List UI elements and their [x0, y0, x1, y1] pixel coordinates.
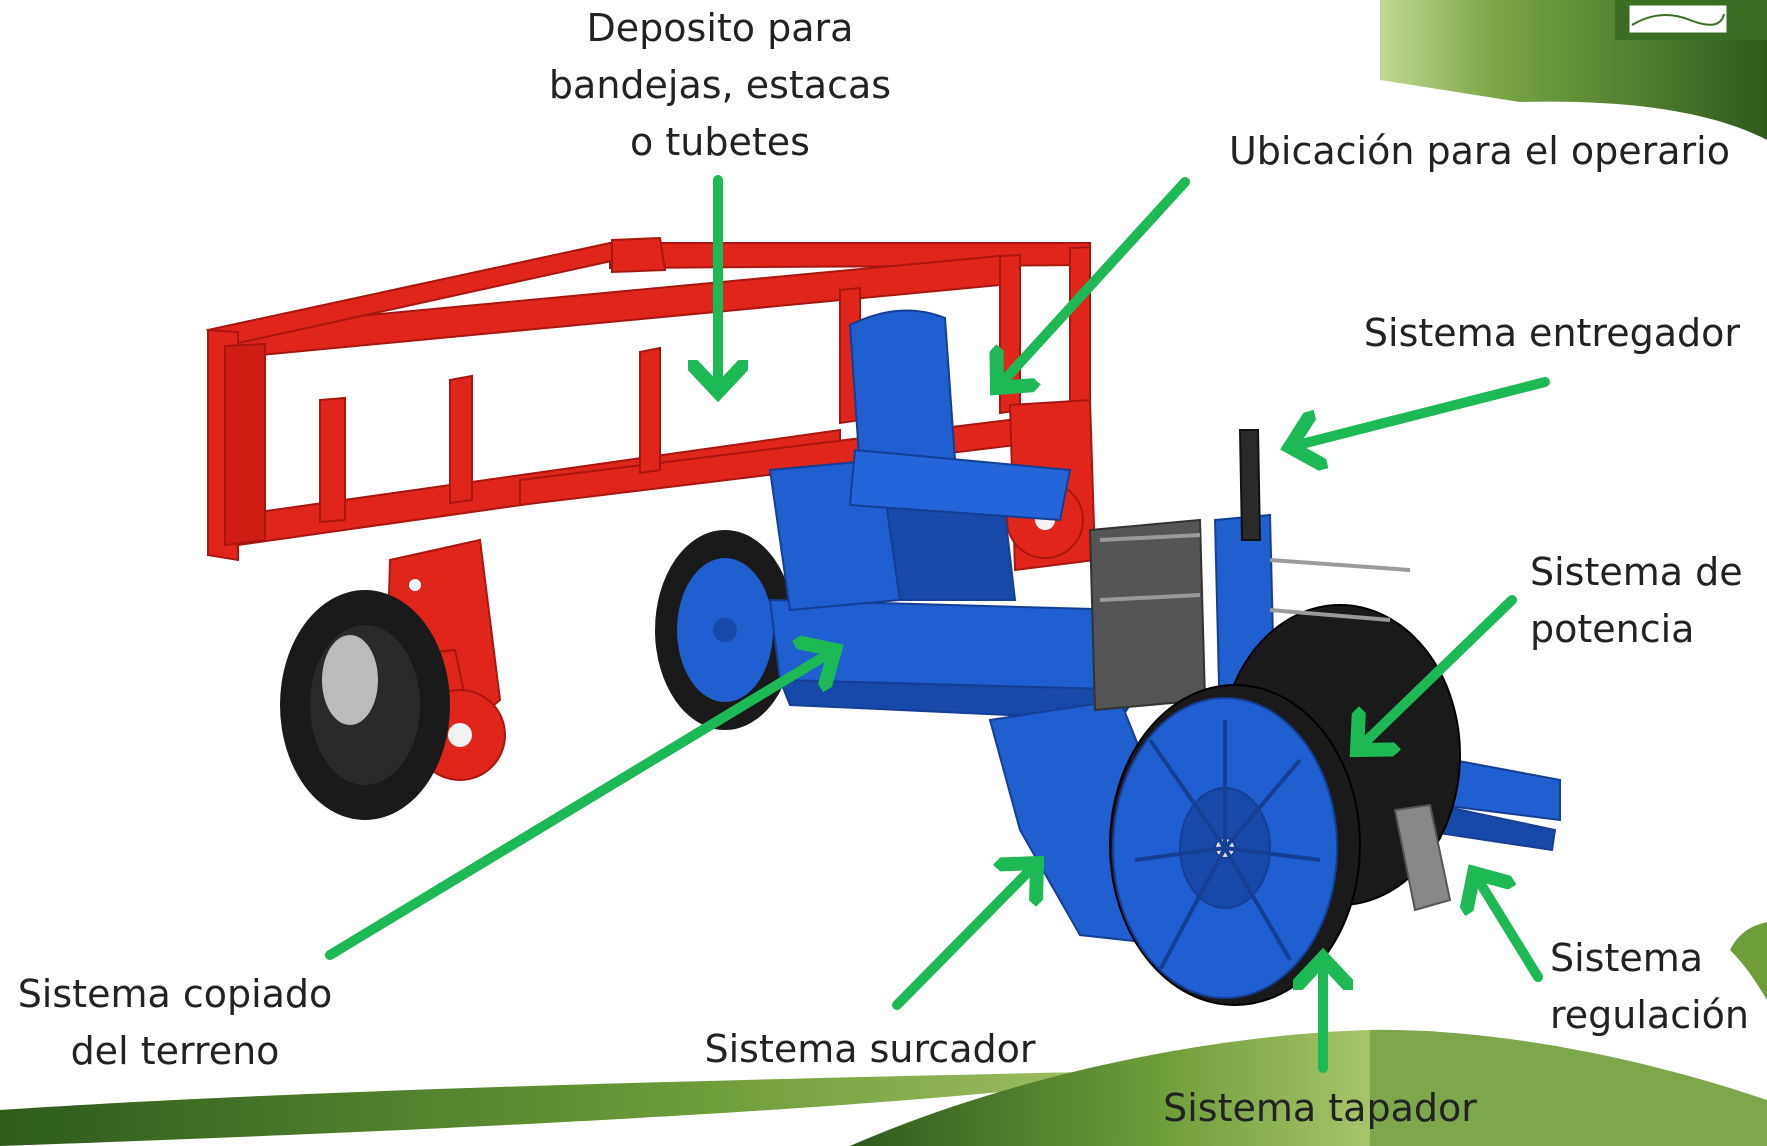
- arrow-surcador: [892, 863, 1037, 1010]
- label-potencia: Sistema de potencia: [1530, 550, 1743, 651]
- transplant-clamps: [1099, 533, 1411, 622]
- arrow-regulacion: [1474, 873, 1543, 982]
- middle-wheel: [655, 530, 795, 730]
- label-regulacion: Sistema regulación: [1550, 936, 1749, 1037]
- decor-swoosh-bottom: [0, 1029, 1767, 1146]
- arrow-copiado: [325, 650, 835, 960]
- label-entregador: Sistema entregador: [1363, 311, 1740, 355]
- callout-arrows: [325, 175, 1550, 1073]
- label-tapador: Sistema tapador: [1163, 1086, 1477, 1130]
- decor-swoosh-top: [1380, 0, 1767, 140]
- label-surcador: Sistema surcador: [704, 1027, 1036, 1071]
- arrow-potencia: [1357, 595, 1517, 750]
- decor-swoosh-right: [1730, 922, 1767, 1000]
- label-copiado: Sistema copiado del terreno: [17, 972, 333, 1073]
- blue-machine: [768, 309, 1561, 1006]
- arrow-entregador: [1290, 377, 1550, 447]
- arrow-operario: [997, 177, 1190, 388]
- label-operario: Ubicación para el operario: [1228, 129, 1730, 173]
- label-deposito: Deposito para bandejas, estacas o tubete…: [548, 6, 892, 164]
- left-drive-wheel: [280, 590, 450, 820]
